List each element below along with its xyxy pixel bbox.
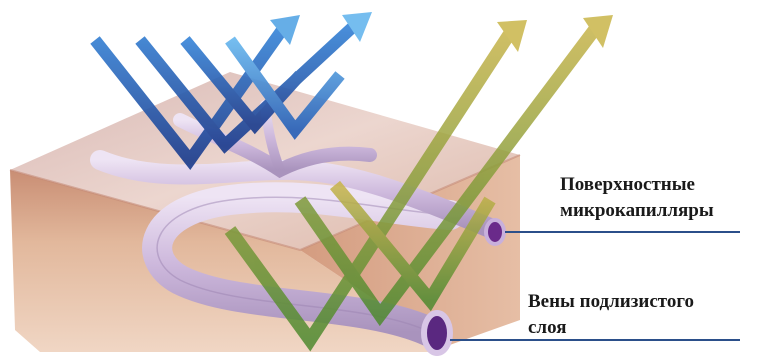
capillary-opening bbox=[486, 220, 504, 244]
vein-opening bbox=[424, 313, 450, 353]
label-subpapillary-veins-line2: слоя bbox=[528, 316, 567, 340]
label-surface-capillaries-line1: Поверхностные bbox=[560, 173, 695, 197]
label-subpapillary-veins-line1: Вены подлизистого bbox=[528, 290, 694, 314]
label-surface-capillaries-line2: микрокапилляры bbox=[560, 199, 714, 223]
